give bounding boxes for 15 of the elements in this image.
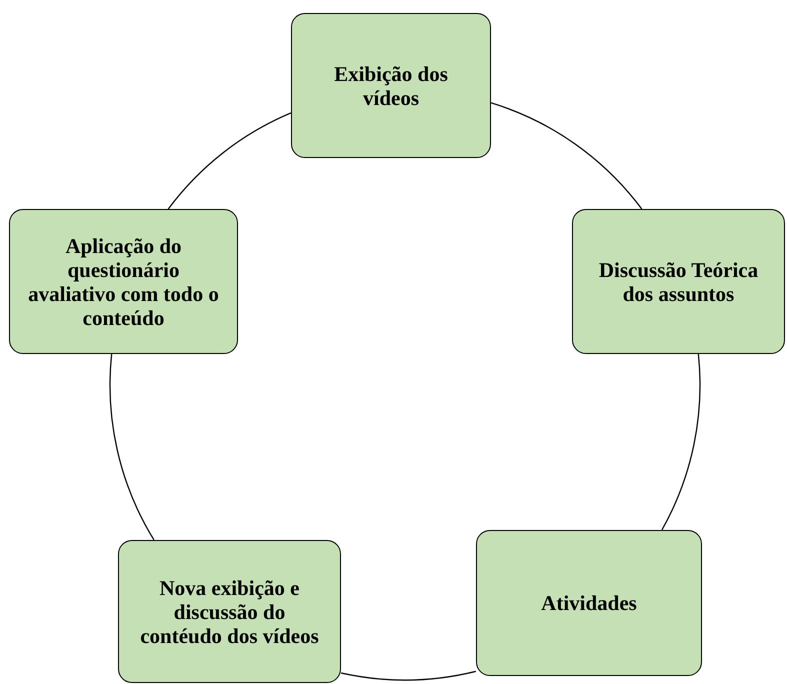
connector-arc: [109, 354, 154, 540]
box-label: Nova exibição e discussão do contéudo dos vídeos: [139, 576, 320, 648]
box-label: Exibição dos vídeos: [333, 62, 449, 110]
connector-arc: [661, 354, 701, 530]
connector-arc: [490, 102, 642, 210]
process-box: [291, 13, 491, 158]
connector-arc: [340, 670, 476, 681]
process-box: [9, 209, 238, 354]
connector-arc: [168, 112, 292, 210]
box-label: Discussão Teórica dos assuntos: [598, 258, 760, 306]
process-box: [118, 540, 341, 683]
box-label: Atividades: [541, 591, 637, 615]
process-box: [476, 530, 702, 676]
process-box: [572, 209, 785, 354]
box-label: Aplicação do questionário avaliativo com todo o conteúdo: [27, 234, 220, 330]
